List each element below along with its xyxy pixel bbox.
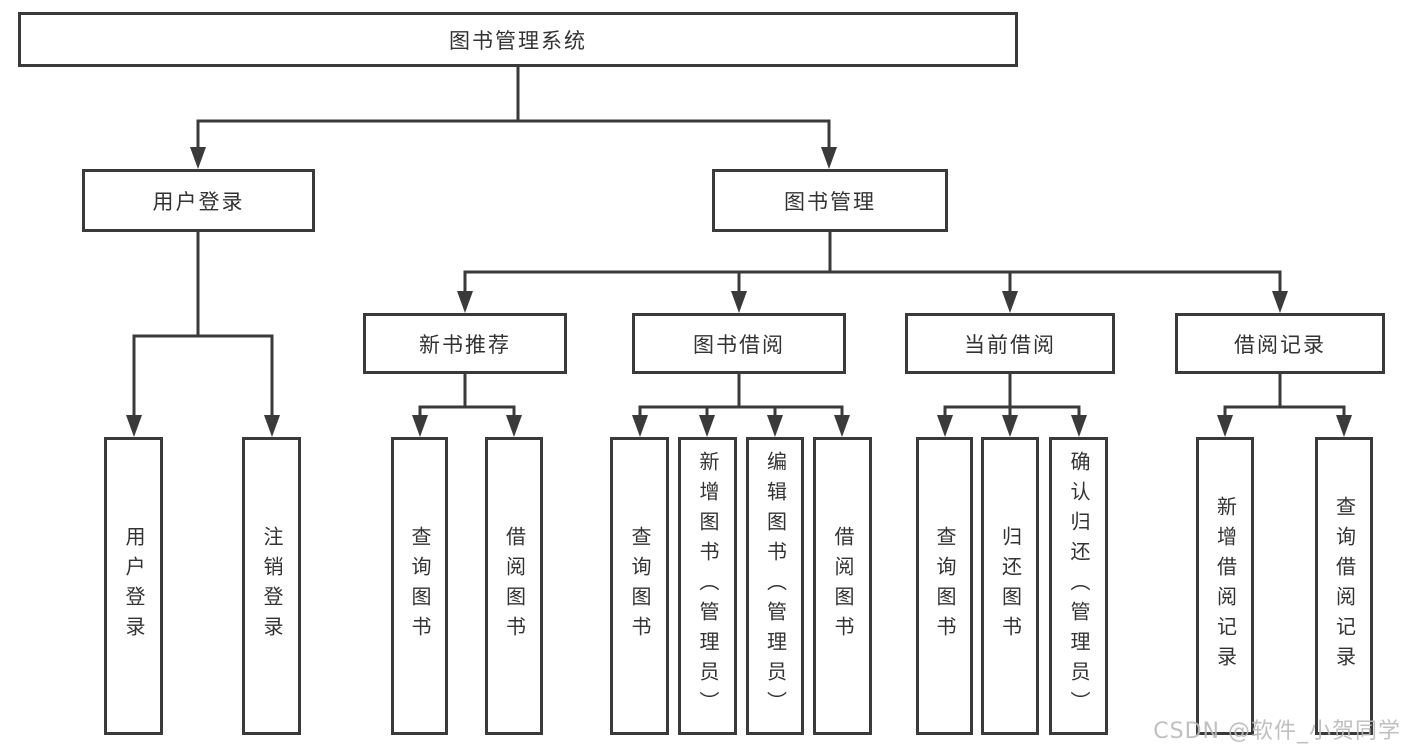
- leaf-label: 编辑图书（管理员）: [763, 451, 788, 721]
- leaf-label: 查询图书: [628, 526, 652, 646]
- leaf-add-borrow-record: 新增借阅记录: [1196, 437, 1254, 735]
- leaf-return-books: 归还图书: [981, 437, 1039, 735]
- leaf-edit-books-admin: 编辑图书（管理员）: [746, 437, 804, 735]
- leaf-label: 用户登录: [122, 526, 146, 646]
- leaf-query-books-current: 查询图书: [916, 437, 973, 735]
- leaf-label: 新增借阅记录: [1213, 496, 1238, 676]
- leaf-label: 新增图书（管理员）: [696, 451, 720, 721]
- leaf-add-books-admin: 新增图书（管理员）: [678, 437, 737, 735]
- leaf-logout: 注销登录: [242, 437, 301, 735]
- node-label: 新书推荐: [419, 332, 511, 357]
- node-borrowing-records: 借阅记录: [1175, 313, 1385, 374]
- tree-edges: [132, 67, 1346, 417]
- leaf-query-books-borrowing: 查询图书: [610, 437, 669, 735]
- node-label: 用户登录: [152, 189, 245, 214]
- node-label: 借阅记录: [1234, 332, 1326, 357]
- node-library-management-system: 图书管理系统: [18, 12, 1018, 67]
- leaf-label: 查询图书: [933, 526, 957, 646]
- watermark-text: CSDN @软件_小贺同学: [1153, 719, 1401, 744]
- leaf-user-login: 用户登录: [104, 437, 163, 735]
- leaf-borrow-books-recommend: 借阅图书: [485, 437, 543, 735]
- leaf-label: 查询借阅记录: [1332, 496, 1357, 676]
- node-label: 当前借阅: [964, 332, 1056, 357]
- leaf-label: 查询图书: [408, 526, 432, 646]
- arrow-down-icons: [126, 147, 1352, 437]
- node-label: 图书管理: [784, 189, 876, 214]
- node-book-borrowing: 图书借阅: [632, 313, 846, 374]
- leaf-label: 注销登录: [260, 526, 284, 646]
- leaf-label: 借阅图书: [831, 526, 855, 646]
- leaf-label: 确认归还（管理员）: [1067, 451, 1091, 721]
- leaf-query-borrow-record: 查询借阅记录: [1315, 437, 1373, 735]
- node-current-borrowing: 当前借阅: [905, 313, 1115, 374]
- node-new-book-recommendation: 新书推荐: [363, 313, 567, 374]
- leaf-label: 归还图书: [998, 526, 1023, 646]
- leaf-confirm-return-admin: 确认归还（管理员）: [1049, 437, 1108, 735]
- node-user-login: 用户登录: [82, 169, 315, 232]
- leaf-query-books-recommend: 查询图书: [391, 437, 448, 735]
- leaf-label: 借阅图书: [502, 526, 527, 646]
- node-book-management: 图书管理: [712, 169, 948, 232]
- root-label: 图书管理系统: [449, 28, 587, 53]
- leaf-borrow-books-borrowing: 借阅图书: [813, 437, 872, 735]
- node-label: 图书借阅: [693, 332, 785, 357]
